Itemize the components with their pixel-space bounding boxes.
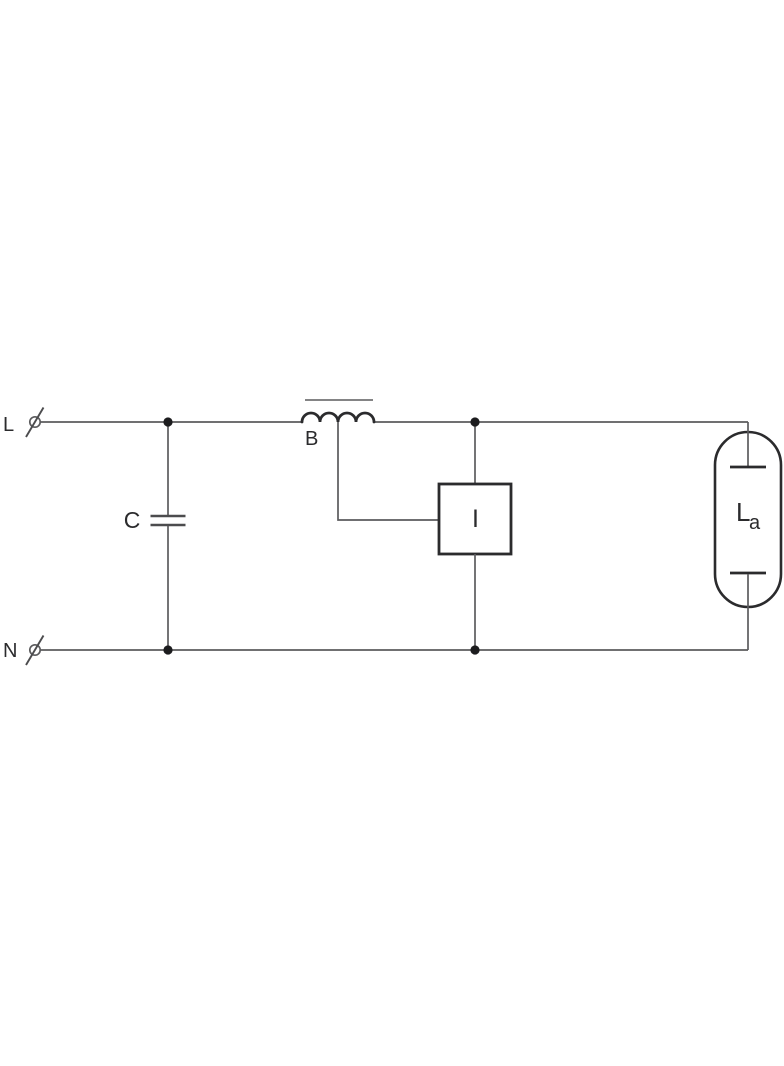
neutral-terminal-label: N xyxy=(3,640,17,662)
capacitor-label: C xyxy=(124,507,141,533)
ignitor-label: I xyxy=(472,505,479,533)
ballast: B xyxy=(300,399,439,521)
terminal-circle-icon xyxy=(28,643,42,657)
ballast-label: B xyxy=(305,428,318,450)
lamp-label: L xyxy=(736,497,750,527)
terminal-slash-icon xyxy=(25,635,45,666)
capacitor: C xyxy=(124,422,186,650)
lamp: L a xyxy=(713,422,783,650)
ignitor: I xyxy=(437,422,513,650)
junction-dot xyxy=(163,645,173,655)
terminal-circle-icon xyxy=(28,415,42,429)
terminal-slash-icon xyxy=(25,407,45,438)
ballast-coil-icon xyxy=(300,411,376,424)
junction-dot xyxy=(470,417,480,427)
neutral-terminal: N xyxy=(3,635,45,666)
junction-dot xyxy=(470,645,480,655)
ballast-tap-wire xyxy=(337,422,439,521)
line-terminal-label: L xyxy=(3,414,14,436)
lamp-label-subscript: a xyxy=(749,512,761,534)
junction-dot xyxy=(163,417,173,427)
line-terminal: L xyxy=(3,407,45,438)
